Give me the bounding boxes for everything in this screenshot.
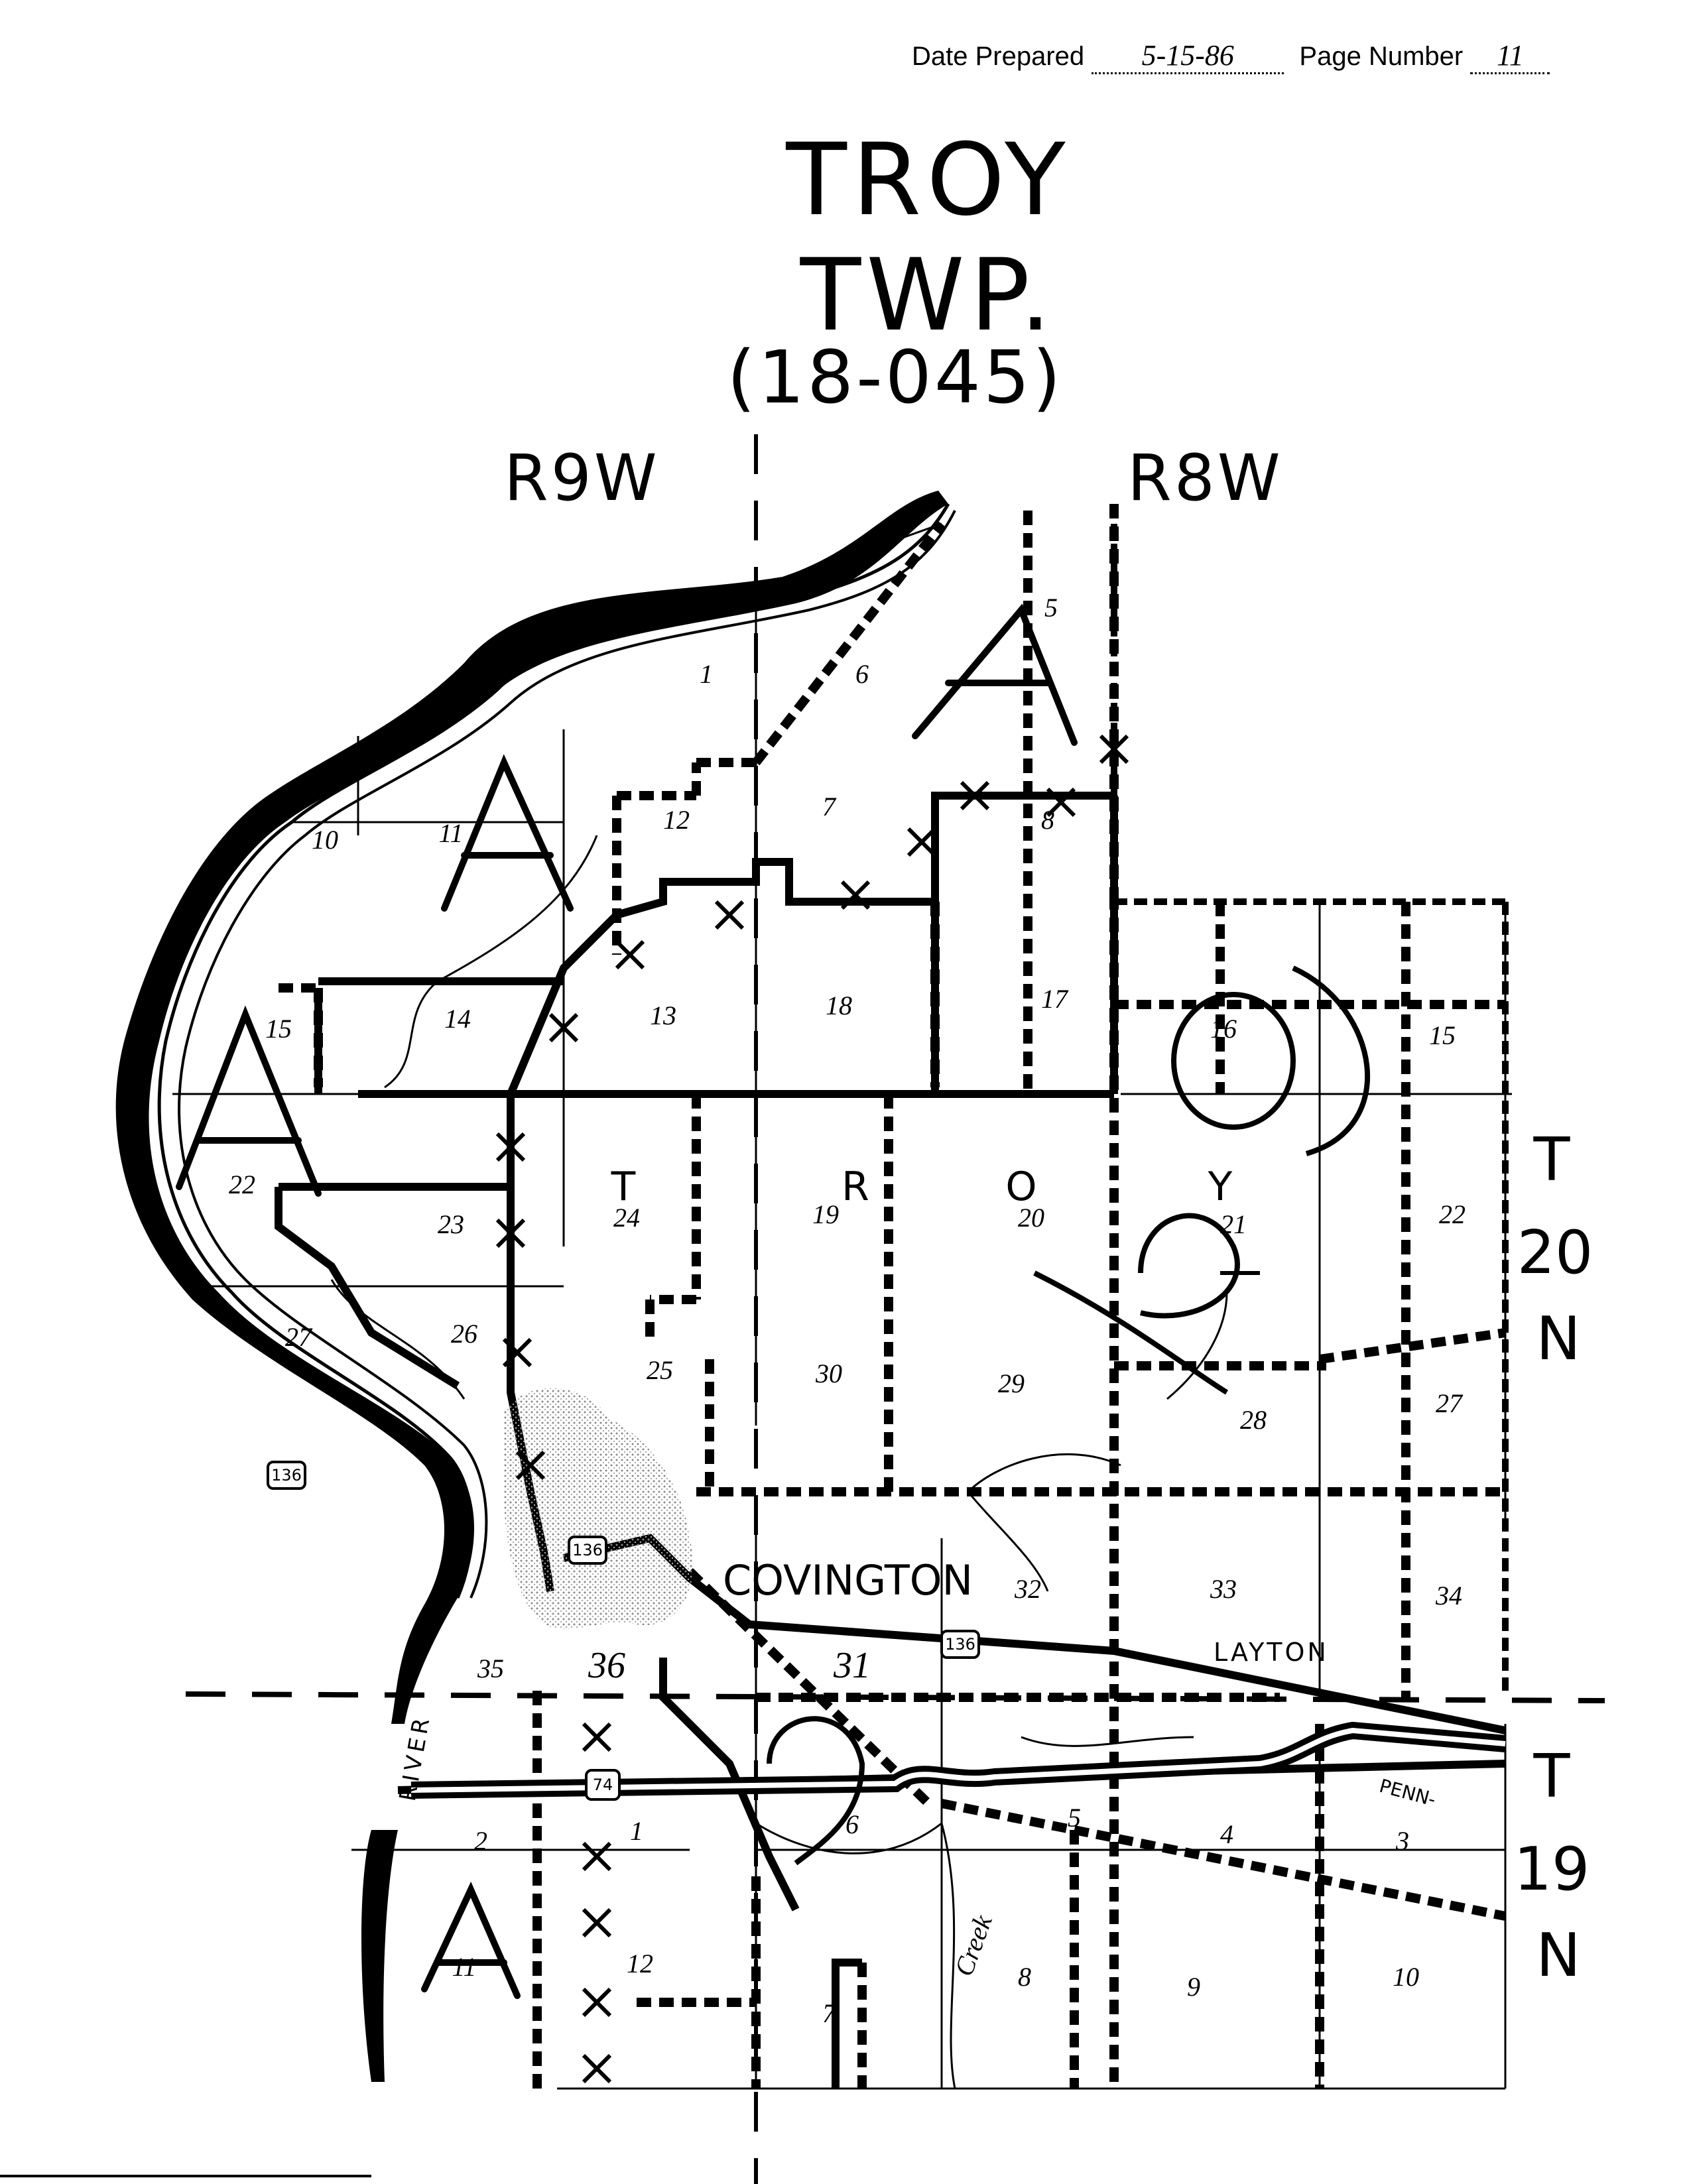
section-19: 19 <box>812 1199 839 1229</box>
township-lettering: T R O Y <box>611 1164 1233 1210</box>
s19-section-5: 5 <box>1068 1803 1081 1833</box>
section-27-east: 27 <box>1436 1388 1464 1418</box>
township-labels: T 20 N T 19 N <box>1514 1125 1593 1990</box>
section-12: 12 <box>663 805 690 835</box>
s19-section-4: 4 <box>1220 1819 1233 1849</box>
route-shield-labels: 136 136 136 74 <box>271 1466 975 1794</box>
section-1: 1 <box>700 659 713 689</box>
troy-letter-o: O <box>1005 1164 1036 1210</box>
section-6: 6 <box>855 659 869 689</box>
layton-label: LAYTON <box>1214 1638 1329 1667</box>
s19-section-6: 6 <box>845 1809 859 1839</box>
section-31: 31 <box>833 1645 871 1686</box>
sections-t20n: 1 5 6 7 8 10 11 12 13 14 15 16 17 18 15 … <box>229 593 1466 1686</box>
parcel-mark <box>1033 1213 1240 1395</box>
range-east-label: R8W <box>1127 441 1283 515</box>
section-22-east: 22 <box>1439 1199 1466 1229</box>
troy-letter-y: Y <box>1208 1164 1233 1210</box>
section-11: 11 <box>438 818 463 848</box>
river-lower-bank <box>361 1830 398 2082</box>
section-20: 20 <box>1018 1203 1044 1233</box>
sections-t19n: 1 2 3 4 5 6 7 8 9 10 11 12 <box>452 1803 1419 2028</box>
t19n-19: 19 <box>1514 1835 1590 1904</box>
t20n-t: T <box>1533 1125 1571 1195</box>
s19-section-2: 2 <box>474 1826 487 1856</box>
x-marks <box>495 734 1129 2084</box>
section-18: 18 <box>826 991 852 1020</box>
s19-section-12: 12 <box>627 1949 653 1978</box>
t19n-n: N <box>1536 1921 1580 1990</box>
township-code: (18-045) <box>727 335 1064 420</box>
section-7: 7 <box>822 792 837 821</box>
section-26: 26 <box>451 1319 477 1349</box>
penn-label: PENN- <box>1377 1775 1438 1811</box>
page-number-value: 11 <box>1470 38 1550 74</box>
s19-section-9: 9 <box>1187 1972 1200 2002</box>
range-west-label: R9W <box>504 441 660 515</box>
township-line <box>185 1691 1605 1703</box>
section-24: 24 <box>613 1203 640 1233</box>
section-36: 36 <box>588 1645 625 1686</box>
section-8: 8 <box>1041 805 1054 835</box>
section-25: 25 <box>647 1355 673 1385</box>
section-10: 10 <box>312 825 338 855</box>
section-35: 35 <box>477 1654 504 1683</box>
s19-section-10: 10 <box>1393 1962 1419 1992</box>
section-32: 32 <box>1014 1574 1041 1604</box>
t20n-20: 20 <box>1517 1218 1593 1288</box>
troy-letter-t: T <box>611 1164 636 1210</box>
section-15-east: 15 <box>1429 1020 1456 1050</box>
covington-town-area <box>504 1388 694 1630</box>
route-136-west: 136 <box>271 1466 302 1485</box>
s19-section-8: 8 <box>1018 1962 1031 1992</box>
section-5: 5 <box>1044 593 1058 623</box>
interstate-74 <box>410 1721 1507 1799</box>
section-28: 28 <box>1240 1405 1267 1435</box>
prep-header: Date Prepared 5-15-86 Page Number 11 <box>912 38 1550 74</box>
section-34: 34 <box>1435 1581 1462 1610</box>
s19-section-3: 3 <box>1395 1826 1409 1856</box>
section-14: 14 <box>444 1004 471 1034</box>
route-shields <box>267 1461 980 1801</box>
section-21: 21 <box>1220 1209 1247 1239</box>
river-inner-bank <box>157 503 950 1599</box>
section-27-west: 27 <box>285 1322 313 1352</box>
s19-section-7: 7 <box>822 1998 837 2028</box>
troy-letter-r: R <box>842 1164 869 1210</box>
section-13: 13 <box>650 1001 676 1030</box>
section-30: 30 <box>815 1359 842 1388</box>
page-number-label: Page Number <box>1299 42 1464 71</box>
section-23: 23 <box>438 1209 464 1239</box>
section-16: 16 <box>1210 1014 1237 1044</box>
sec16-circle <box>1171 992 1296 1130</box>
area-marks <box>176 603 1078 1999</box>
date-prepared-value: 5-15-86 <box>1092 38 1284 74</box>
route-136-east: 136 <box>572 1541 603 1559</box>
route-136-southeast: 136 <box>945 1635 975 1654</box>
s19-section-11: 11 <box>452 1952 476 1982</box>
covington-label: COVINGTON <box>723 1556 973 1605</box>
t19n-t: T <box>1533 1742 1571 1811</box>
section-17: 17 <box>1041 984 1069 1014</box>
loop-mark <box>767 1716 865 1866</box>
township-border <box>1111 504 1509 1697</box>
date-prepared-label: Date Prepared <box>912 42 1085 71</box>
section-29: 29 <box>998 1368 1025 1398</box>
section-33: 33 <box>1210 1574 1237 1604</box>
section-22-west: 22 <box>229 1170 255 1199</box>
s19-section-1: 1 <box>630 1816 643 1846</box>
t20n-n: N <box>1536 1304 1580 1374</box>
section-15-west: 15 <box>265 1014 292 1044</box>
route-74: 74 <box>593 1776 613 1794</box>
creek-label: Creek <box>948 1910 998 1980</box>
map-title: TROY TWP. <box>786 123 1071 353</box>
